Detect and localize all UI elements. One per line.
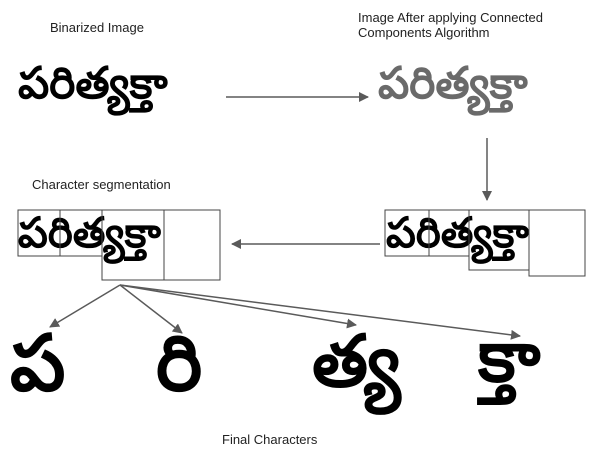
character-segmentation-label: Character segmentation bbox=[32, 177, 171, 192]
final-characters-label: Final Characters bbox=[222, 432, 318, 447]
component-boxes bbox=[384, 209, 586, 277]
split-arrow-1 bbox=[49, 284, 121, 328]
split-arrow-3 bbox=[119, 284, 357, 329]
split-arrow-2 bbox=[119, 284, 183, 334]
connected-components-label: Image After applying Connected Component… bbox=[358, 10, 544, 40]
final-character-1: ప bbox=[10, 319, 66, 409]
component-box-2 bbox=[428, 209, 470, 257]
binarized-image-label: Binarized Image bbox=[50, 20, 144, 35]
segment-box-2 bbox=[59, 209, 103, 257]
segmented-word: పరిత్యక్తా bbox=[18, 208, 161, 257]
connected-components-word: పరిత్యక్తా bbox=[378, 58, 528, 109]
binarized-word: పరిత్యక్తా bbox=[18, 58, 168, 109]
segment-box-1 bbox=[17, 209, 61, 257]
segment-box-3 bbox=[101, 209, 165, 281]
boxed-word: పరిత్యక్తా bbox=[386, 208, 529, 257]
segment-box-4 bbox=[163, 209, 221, 281]
split-arrow-4 bbox=[119, 284, 521, 340]
component-box-1 bbox=[384, 209, 430, 257]
component-box-3 bbox=[468, 209, 530, 271]
split-arrows bbox=[49, 284, 521, 340]
final-character-2: రి bbox=[156, 319, 203, 409]
final-character-3: త్య bbox=[312, 319, 401, 403]
component-box-4 bbox=[528, 209, 586, 277]
segment-boxes bbox=[17, 209, 221, 281]
